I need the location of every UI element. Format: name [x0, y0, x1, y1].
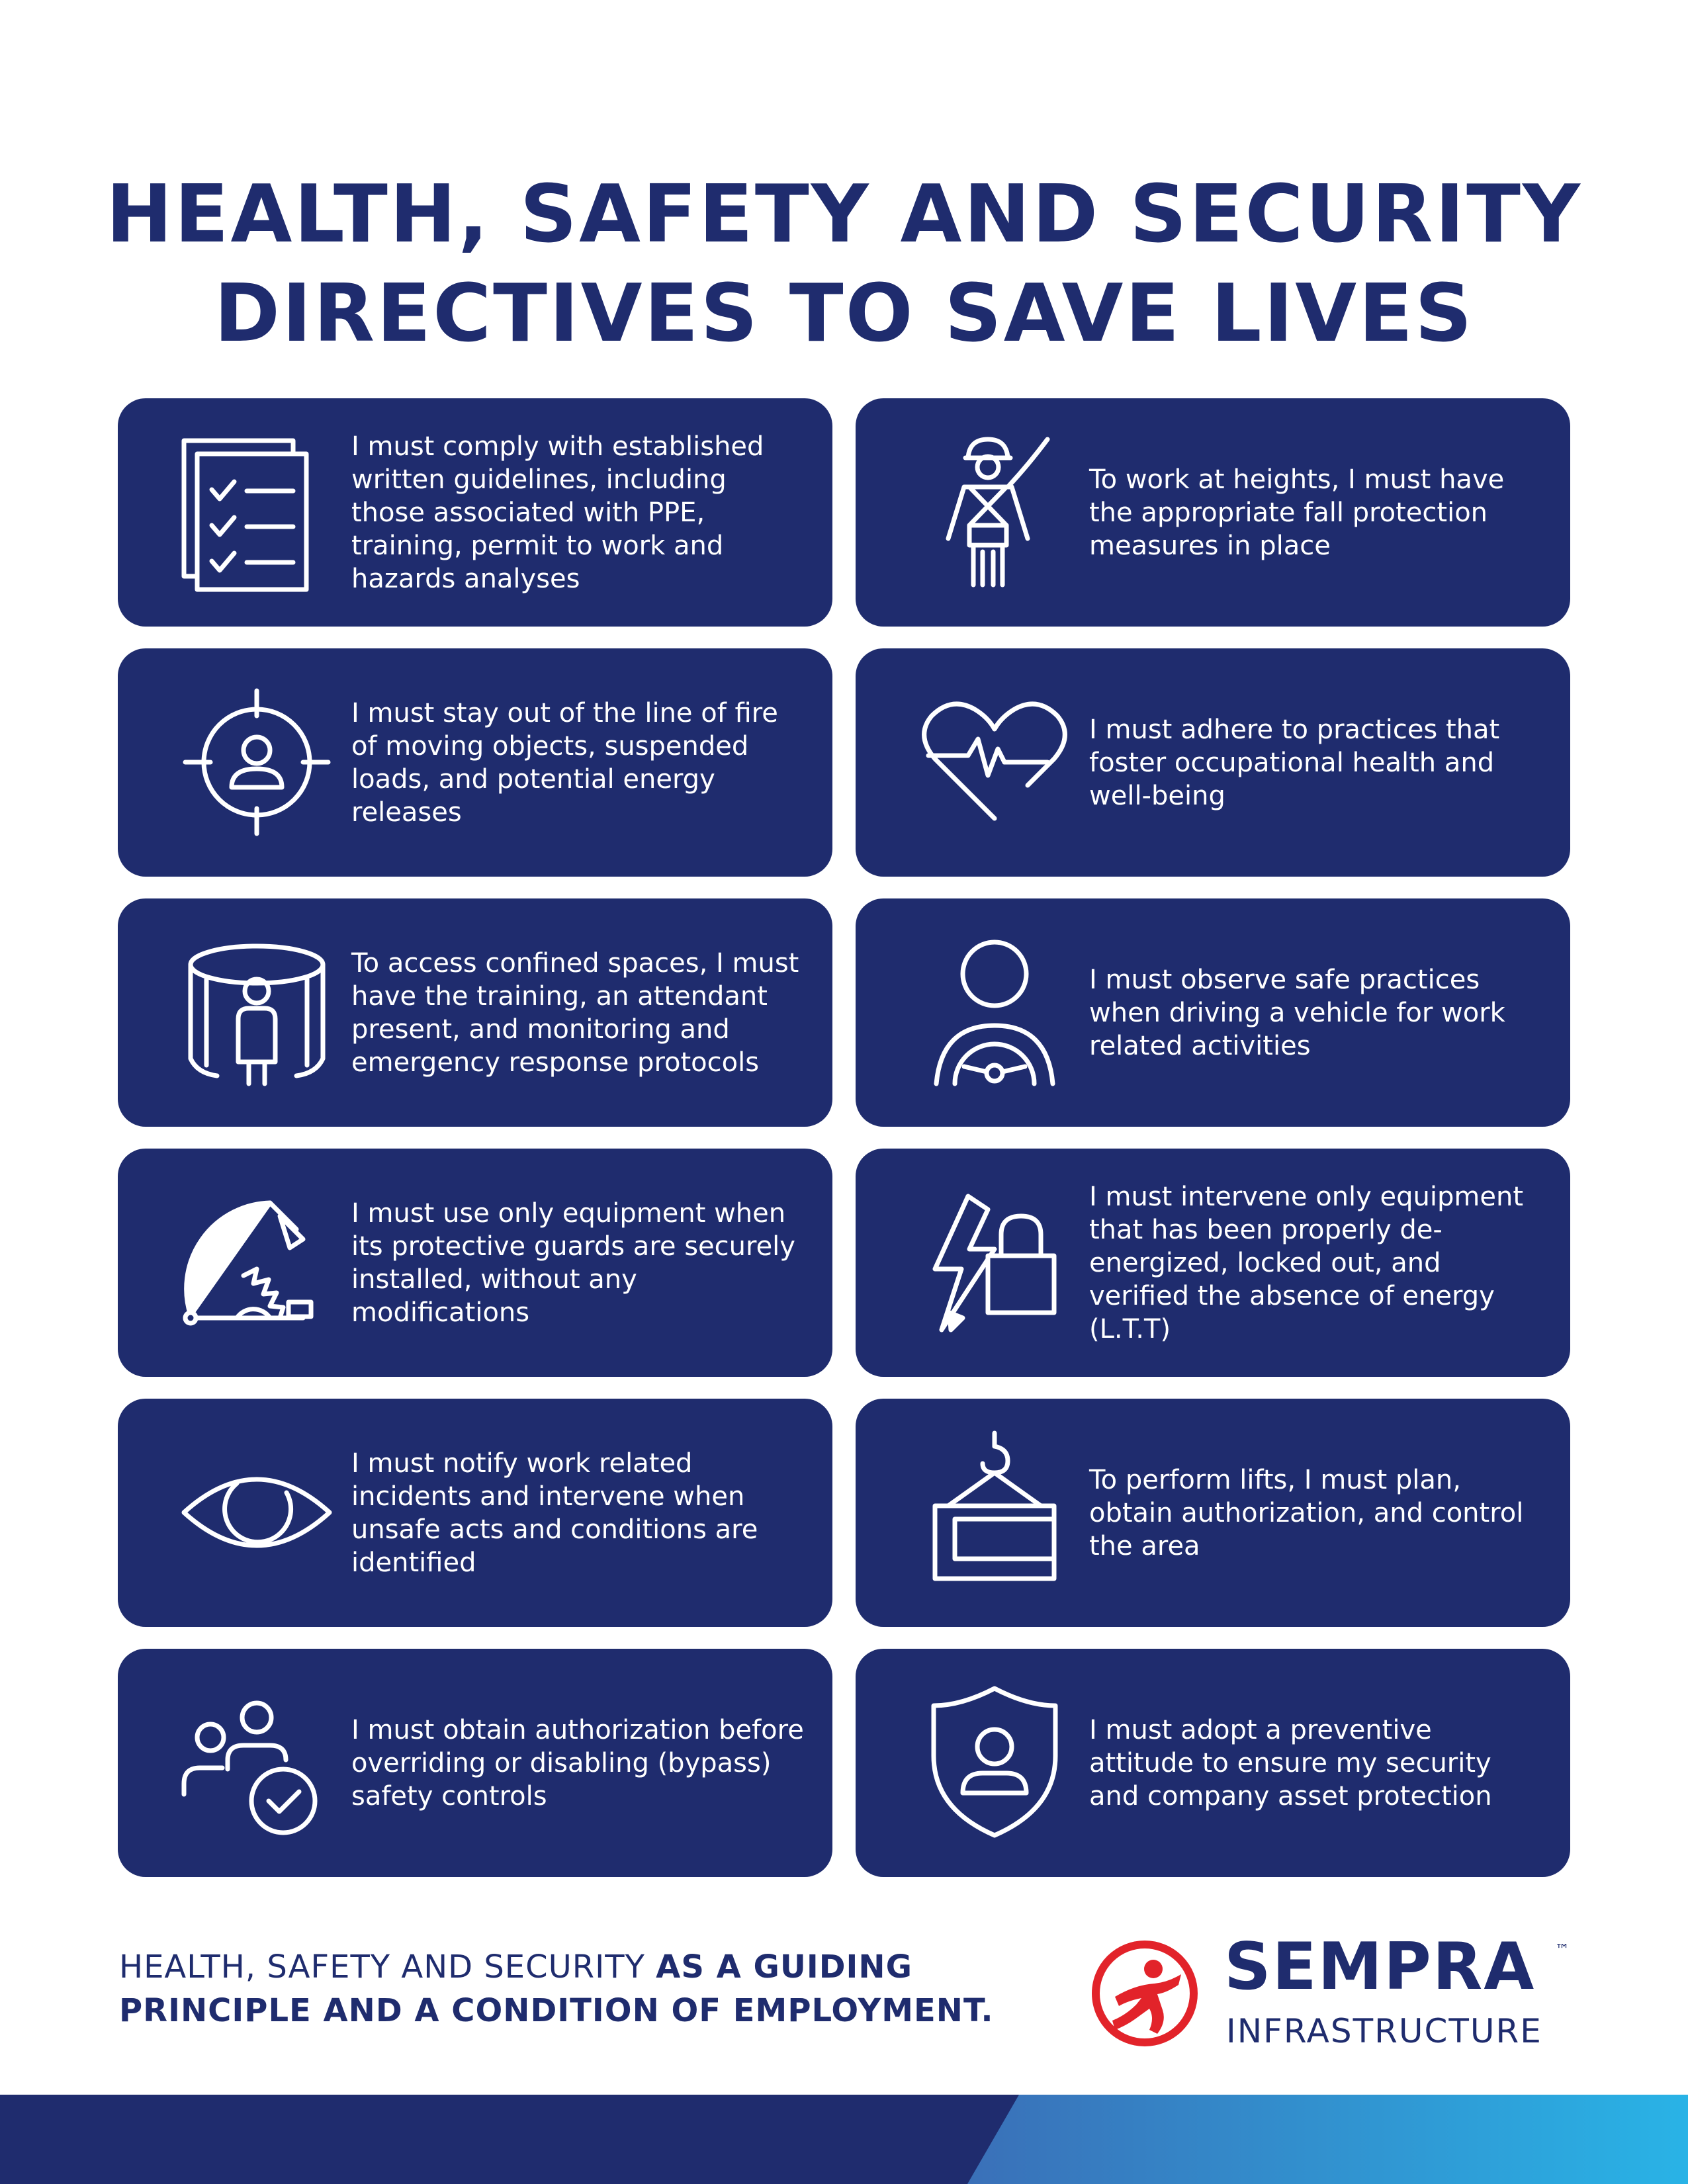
logo-trademark: ™ [1555, 1942, 1570, 1958]
people-approval-icon [171, 1677, 343, 1849]
lockout-energy-icon [909, 1176, 1081, 1348]
directive-text: To access confined spaces, I must have t… [351, 947, 799, 1078]
confined-space-icon [171, 926, 343, 1098]
footer-tagline: HEALTH, SAFETY AND SECURITY AS A GUIDING… [119, 1945, 1098, 2032]
directive-text: I must comply with established written g… [351, 431, 764, 594]
directive-text: I must notify work related incidents and… [351, 1448, 758, 1578]
directive-card-health: I must adhere to practices that foster o… [856, 648, 1570, 877]
heart-pulse-icon [909, 676, 1081, 848]
directive-card-confined-spaces: To access confined spaces, I must have t… [118, 898, 832, 1127]
directive-text: To work at heights, I must have the appr… [1089, 464, 1505, 561]
checklist-icon [171, 426, 343, 598]
directive-card-guidelines: I must comply with established written g… [118, 398, 832, 627]
line-of-fire-target-icon [171, 676, 343, 848]
directive-card-notify: I must notify work related incidents and… [118, 1399, 832, 1627]
directive-text: I must use only equipment when its prote… [351, 1198, 795, 1328]
logo-subtitle: INFRASTRUCTURE [1226, 2012, 1542, 2050]
directive-card-guards: I must use only equipment when its prote… [118, 1149, 832, 1377]
logo-name: SEMPRA [1224, 1929, 1536, 2005]
directive-text: I must adhere to practices that foster o… [1089, 714, 1500, 811]
directive-card-bypass: I must obtain authorization before overr… [118, 1649, 832, 1877]
driver-steering-wheel-icon [909, 926, 1081, 1098]
directive-text: I must obtain authorization before overr… [351, 1714, 804, 1812]
crane-hook-load-icon [909, 1426, 1081, 1598]
machine-guard-icon [171, 1176, 343, 1348]
directive-text: I must adopt a preventive attitude to en… [1089, 1714, 1492, 1812]
title-line-1: HEALTH, SAFETY AND SECURITY [106, 169, 1582, 261]
directive-text: I must observe safe practices when drivi… [1089, 964, 1505, 1061]
tagline-normal: HEALTH, SAFETY AND SECURITY [119, 1948, 656, 1986]
shield-person-icon [909, 1677, 1081, 1849]
page-title: HEALTH, SAFETY AND SECURITY DIRECTIVES T… [0, 165, 1688, 364]
directive-text: I must stay out of the line of fire of m… [351, 697, 778, 828]
fall-harness-icon [909, 426, 1081, 598]
sempra-logo-icon [1088, 1937, 1201, 2050]
eye-icon [171, 1426, 343, 1598]
directive-card-lockout: I must intervene only equipment that has… [856, 1149, 1570, 1377]
bottom-band [0, 2095, 1688, 2184]
directive-text: I must intervene only equipment that has… [1089, 1181, 1524, 1344]
title-line-2: DIRECTIVES TO SAVE LIVES [214, 268, 1474, 360]
tagline-bold: AS A GUIDING PRINCIPLE AND A CONDITION O… [119, 1948, 994, 2029]
directive-text: To perform lifts, I must plan, obtain au… [1089, 1464, 1524, 1561]
directive-card-security: I must adopt a preventive attitude to en… [856, 1649, 1570, 1877]
directive-card-lifts: To perform lifts, I must plan, obtain au… [856, 1399, 1570, 1627]
directive-card-heights: To work at heights, I must have the appr… [856, 398, 1570, 627]
directive-card-line-of-fire: I must stay out of the line of fire of m… [118, 648, 832, 877]
directive-card-driving: I must observe safe practices when drivi… [856, 898, 1570, 1127]
